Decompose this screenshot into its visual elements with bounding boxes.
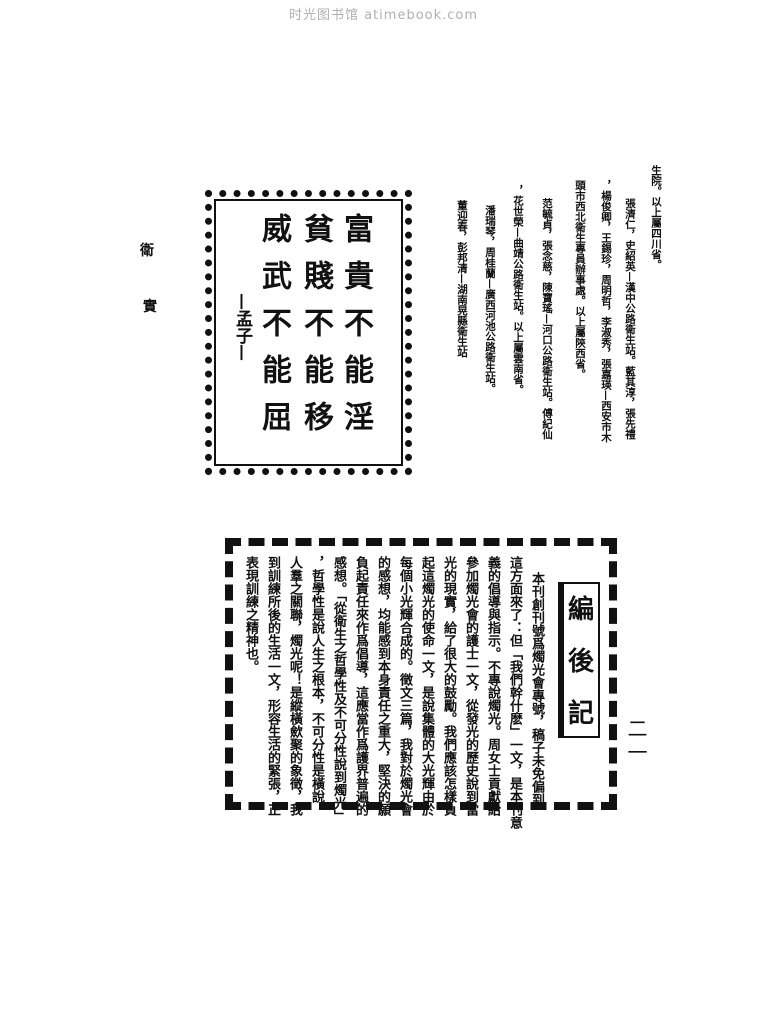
editor-note-column: 起這燭光的使命一文，是說集體的大光輝由於 xyxy=(419,556,434,816)
editor-note-column: 光的現實，給了很大的鼓勵。我們應該怎樣負 xyxy=(441,556,456,816)
editor-note-column: 這方面來了：但「我們幹什麽」一文，是本刊意 xyxy=(507,556,522,829)
staff-column: 潘瑞琴，周桂蘭—廣西河池公路衛生站。 xyxy=(484,205,496,394)
staff-column: 董迎春，彭邦清—湖南晃縣衛生站 xyxy=(456,200,468,358)
editor-note-box xyxy=(225,538,617,810)
editor-note-column: 人羣之關聯，燭光呢！是縱橫歛聚的象徵，我 xyxy=(287,556,302,816)
watermark: 时光图书馆 atimebook.com xyxy=(288,8,479,23)
editor-note-title: 編 後 記 xyxy=(558,582,600,738)
quote-attribution: —孟子— xyxy=(232,293,252,361)
editor-note-column: 到訓練所後的生活一文，形容生活的緊張，正 xyxy=(265,556,280,816)
staff-column: ，楊俊卿，王錫珍，周明哲，李淑秀，張嘉瑛—西安市木 xyxy=(600,180,612,443)
margin-char: 實 xyxy=(143,299,157,315)
staff-column: 張濟仁，史紹英—漢中公路衛生站。藍其淳，張先禮 xyxy=(624,198,636,440)
quote-box: 富貴不能淫 貧賤不能移 威武不能屈 —孟子— xyxy=(205,190,412,475)
editor-note-column: 的感想，均能感到本身責任之重大，堅決的願 xyxy=(375,556,390,816)
editor-note-column: 每個小光輝合成的。徵文三篇，我對於燭光會 xyxy=(397,556,412,816)
editor-note-column: ，哲學性是說人生之根本，不可分性是橫說 xyxy=(309,556,324,803)
staff-column: ，花世榮—曲靖公路衛生站。以上屬雲南省。 xyxy=(512,185,524,395)
title-char: 後 xyxy=(567,647,594,677)
editor-note-column: 義的倡導與指示。不專說燭光。周女士貢獻給 xyxy=(485,556,500,816)
staff-column: 頭市西北衛生專員辦事處。以上屬陝西省。 xyxy=(574,180,586,380)
editor-note-column: 本刊創刊號爲燭光會專號，稿子未免偏到 xyxy=(529,572,544,806)
page-number: 二一 xyxy=(624,718,648,766)
title-char: 編 xyxy=(567,595,594,625)
margin-char: 衛 xyxy=(140,243,154,259)
quote-line: 貧賤不能移 xyxy=(298,213,333,448)
staff-column: 生院。以上屬四川省。 xyxy=(650,165,662,270)
editor-note-column: 表現訓練之精神也。 xyxy=(243,556,258,673)
title-char: 記 xyxy=(567,699,594,729)
editor-note-column: 參加燭光會的護士一文，從發光的歷史說到當 xyxy=(463,556,478,816)
quote-line: 威武不能屈 xyxy=(256,213,291,448)
editor-note-column: 感想。「從衛生之哲學性及不可分性說到燭光」 xyxy=(331,556,346,823)
quote-line: 富貴不能淫 xyxy=(338,213,373,448)
editor-note-column: 負起責任來作爲倡導，這應當作爲護界普遍的 xyxy=(353,556,368,816)
staff-column: 范毓貞，張念慈，陳寶瑤—河口公路衛生站。傅紀仙 xyxy=(541,198,553,440)
